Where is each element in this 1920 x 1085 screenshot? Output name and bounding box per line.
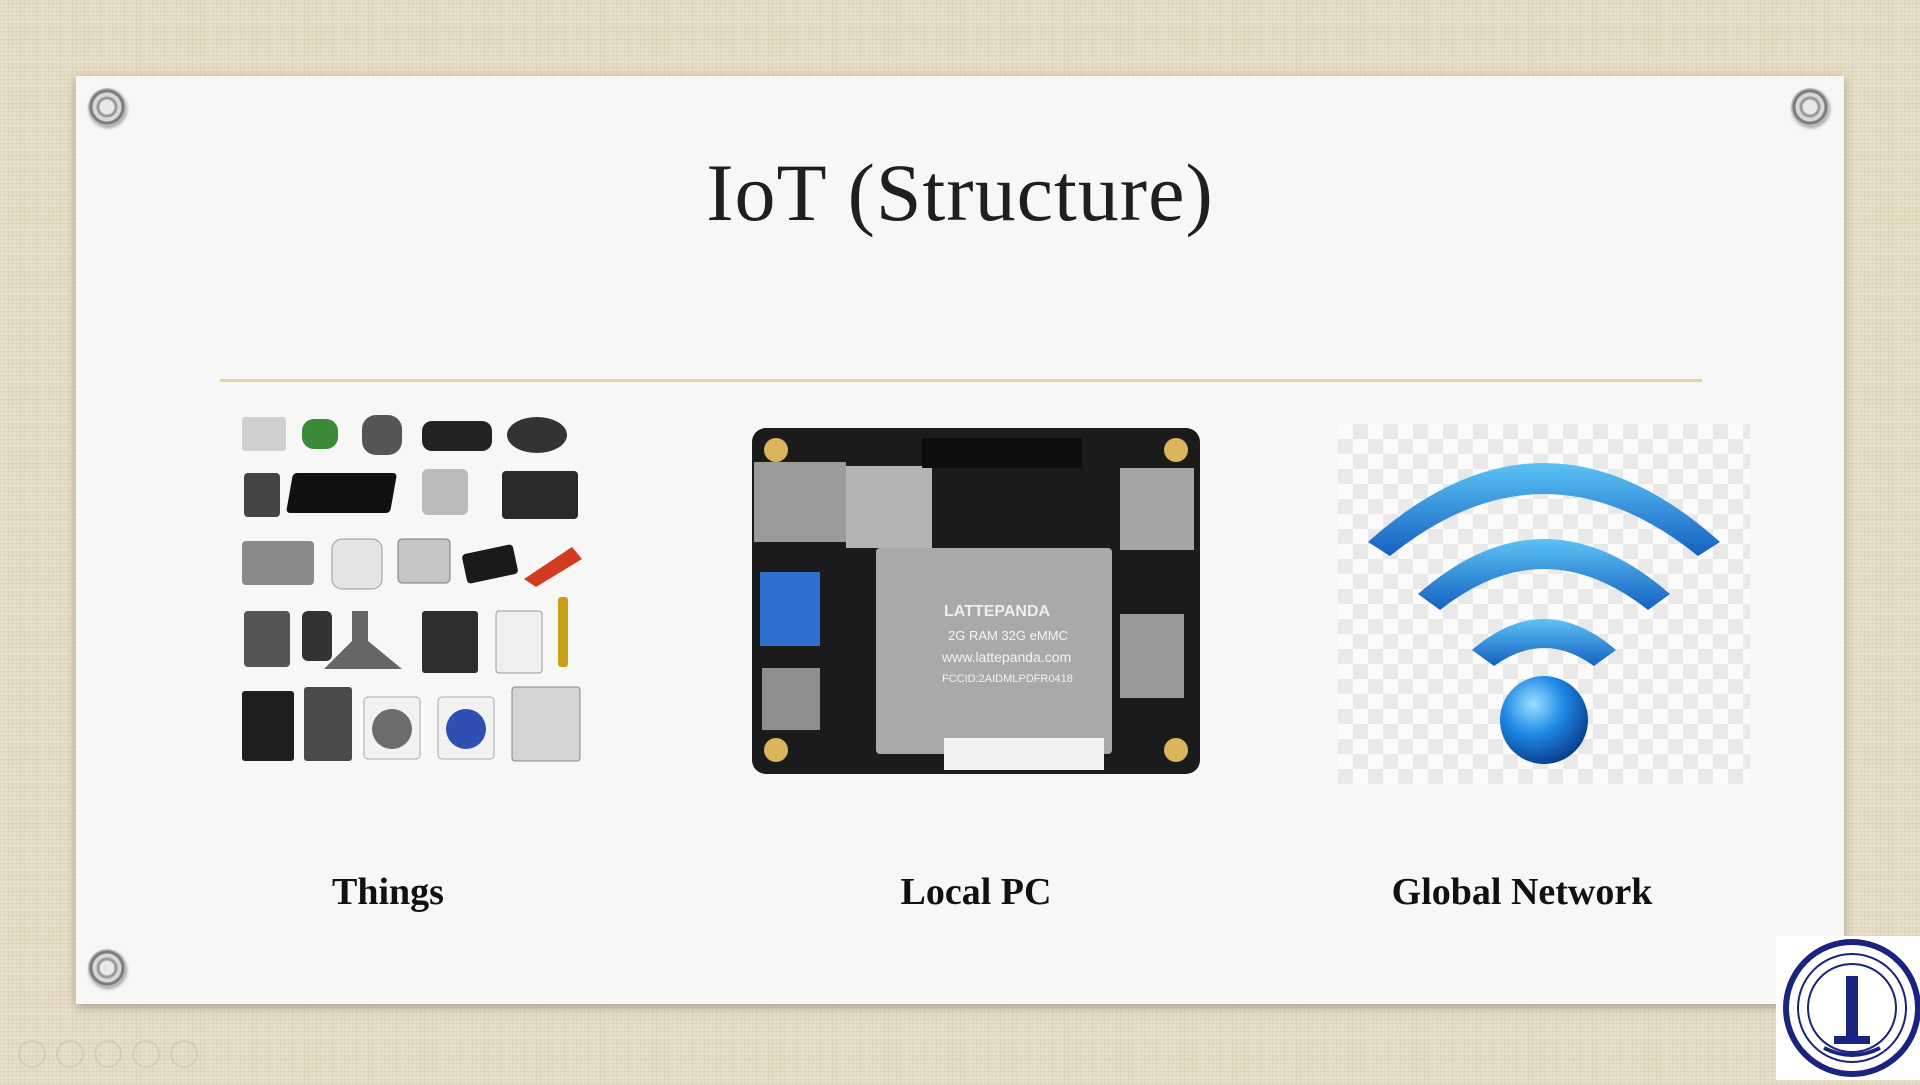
slide-card: IoT (Structure) — [76, 76, 1844, 1004]
pen-tool-icon[interactable] — [94, 1040, 122, 1068]
wifi-icon — [1368, 463, 1720, 764]
prev-slide-icon[interactable] — [18, 1040, 46, 1068]
board-fccid: FCCID:2AIDMLPDFR0418 — [942, 673, 1073, 685]
slide-toolbar — [18, 1040, 198, 1068]
board-spec: 2G RAM 32G eMMC — [948, 628, 1068, 643]
next-slide-icon[interactable] — [56, 1040, 84, 1068]
caption-local-pc: Local PC — [900, 871, 1052, 913]
more-options-icon[interactable] — [170, 1040, 198, 1068]
title-divider — [220, 379, 1702, 382]
zoom-icon[interactable] — [132, 1040, 160, 1068]
pin-top-right-icon — [1791, 88, 1829, 126]
board-url: www.lattepanda.com — [941, 649, 1071, 665]
appliances-grid-icon — [232, 411, 592, 766]
pin-top-left-icon — [88, 88, 126, 126]
college-logo-icon — [1776, 936, 1920, 1080]
caption-things: Things — [332, 871, 444, 913]
pin-bottom-left-icon — [88, 949, 126, 987]
board-brand: LATTEPANDA — [944, 603, 1051, 620]
slide-title: IoT (Structure) — [706, 147, 1214, 238]
caption-global-network: Global Network — [1391, 871, 1653, 913]
wifi-panel — [1338, 424, 1750, 784]
circuit-board-icon: LATTEPANDA 2G RAM 32G eMMC www.lattepand… — [748, 424, 1204, 780]
